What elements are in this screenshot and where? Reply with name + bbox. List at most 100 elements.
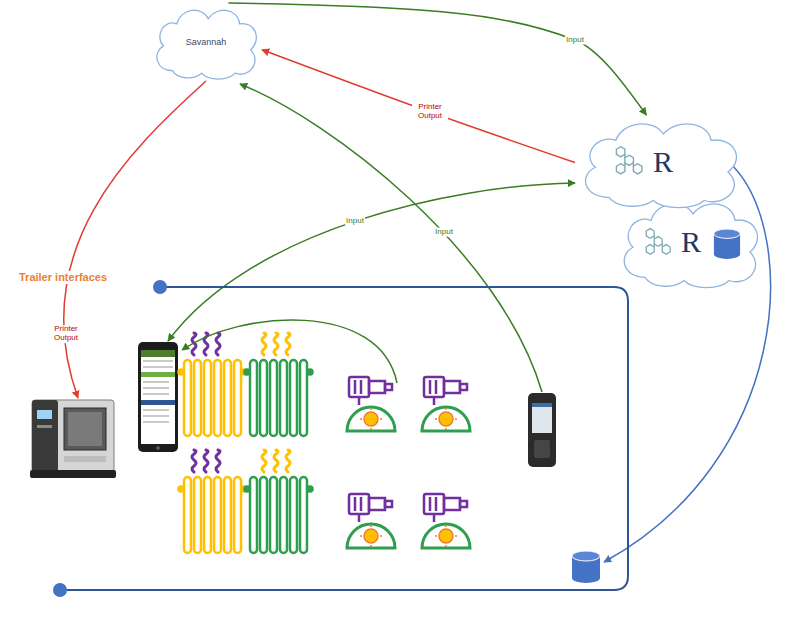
radiator-column	[250, 360, 257, 436]
gear-teeth	[360, 408, 382, 430]
gear	[364, 412, 378, 426]
edge-label-box: Input	[565, 36, 585, 45]
radiator-pair	[179, 333, 313, 436]
screen-row	[141, 372, 175, 377]
input-line	[240, 84, 542, 392]
gear-tooth	[370, 428, 372, 430]
gear-tooth	[380, 418, 382, 420]
scanner-keys	[534, 440, 550, 458]
printer-base	[30, 470, 116, 478]
heat-waves	[262, 333, 290, 355]
molecule-icon	[646, 229, 670, 255]
printer-output-line	[64, 81, 206, 398]
cloud-outline	[585, 124, 736, 208]
machine-icon	[422, 377, 470, 431]
line-label-box: Printer Output	[48, 325, 84, 343]
screen-row	[143, 366, 173, 368]
heat-wave	[286, 333, 290, 355]
screen-row	[143, 360, 173, 362]
border-dot	[53, 583, 67, 597]
gear-tooth	[360, 418, 362, 420]
line-label-box: Input	[345, 217, 365, 226]
radiator-column	[184, 360, 191, 436]
screen-row	[143, 415, 169, 417]
radiator-column	[260, 360, 267, 436]
phone-button	[156, 446, 160, 450]
heat-wave	[274, 333, 278, 355]
cloud-node: Savannah	[150, 3, 262, 81]
machine-base	[347, 407, 395, 431]
cloud-node: R	[575, 115, 745, 210]
radiator-column	[280, 360, 287, 436]
molecule-icon	[616, 147, 642, 174]
input-line	[182, 320, 397, 383]
radiator-pair	[179, 450, 313, 553]
screen-row	[143, 381, 169, 383]
line-label-box: Input	[434, 228, 454, 237]
machine-icon	[347, 494, 395, 548]
region-heading: Trailer interfaces	[19, 271, 107, 284]
printer-glass	[68, 412, 102, 446]
yellow-radiator	[179, 360, 247, 436]
pipe-knob	[308, 370, 313, 375]
database-icon	[714, 229, 740, 259]
cloud-node: R	[615, 195, 765, 290]
edge-label: Input	[565, 36, 585, 45]
scanner-body	[528, 393, 556, 467]
screen-row	[143, 409, 169, 411]
logo-text: R	[681, 225, 701, 260]
machine-icon	[347, 377, 395, 431]
screen-row	[143, 393, 169, 395]
cloud-outline	[157, 10, 256, 79]
label-printer	[30, 400, 116, 478]
printer-slot	[64, 456, 106, 462]
green-radiator	[245, 360, 313, 436]
edge-label-box: Printer Output	[412, 103, 448, 121]
region-border	[60, 287, 628, 590]
gear-tooth	[370, 408, 372, 410]
logo-text: R	[653, 145, 673, 180]
scanner-screen	[532, 403, 552, 433]
screen-row	[143, 421, 169, 423]
motor	[349, 377, 392, 405]
radiator-column	[224, 360, 231, 436]
cloud-outline	[624, 204, 757, 288]
motor-fin	[354, 380, 357, 394]
pipe-knob	[245, 370, 250, 375]
handheld-scanner	[528, 393, 556, 467]
radiator-column	[300, 360, 307, 436]
line-label: Input	[434, 228, 454, 237]
motor-housing	[349, 377, 369, 397]
line-label: Printer Output	[48, 325, 84, 343]
region-outline	[15, 268, 635, 596]
motor-fin	[360, 380, 363, 394]
scanner-header	[532, 403, 552, 407]
motor-shaft	[385, 384, 392, 390]
printer-screen	[37, 410, 52, 419]
phone-body	[138, 342, 178, 452]
heat-wave	[262, 333, 266, 355]
cloud-title: Savannah	[186, 37, 227, 47]
printer-side	[32, 400, 58, 472]
screen-row	[143, 387, 169, 389]
radiator-column	[234, 360, 241, 436]
region-band: Trailer interfaces	[15, 268, 635, 596]
radiator-column	[214, 360, 221, 436]
smartphone	[138, 342, 178, 452]
heat-wave	[216, 333, 220, 355]
screen-header	[141, 350, 175, 357]
connector	[228, 3, 646, 115]
motor-head	[369, 381, 385, 393]
input-line	[168, 183, 575, 341]
radiator-column	[204, 360, 211, 436]
border-dot	[153, 280, 167, 294]
phone-screen	[141, 350, 175, 444]
printer-window	[64, 408, 106, 450]
screen-row	[141, 400, 175, 405]
database-icon	[572, 551, 600, 583]
radiator-column	[290, 360, 297, 436]
pipe-knob	[179, 370, 184, 375]
connector	[262, 50, 575, 163]
